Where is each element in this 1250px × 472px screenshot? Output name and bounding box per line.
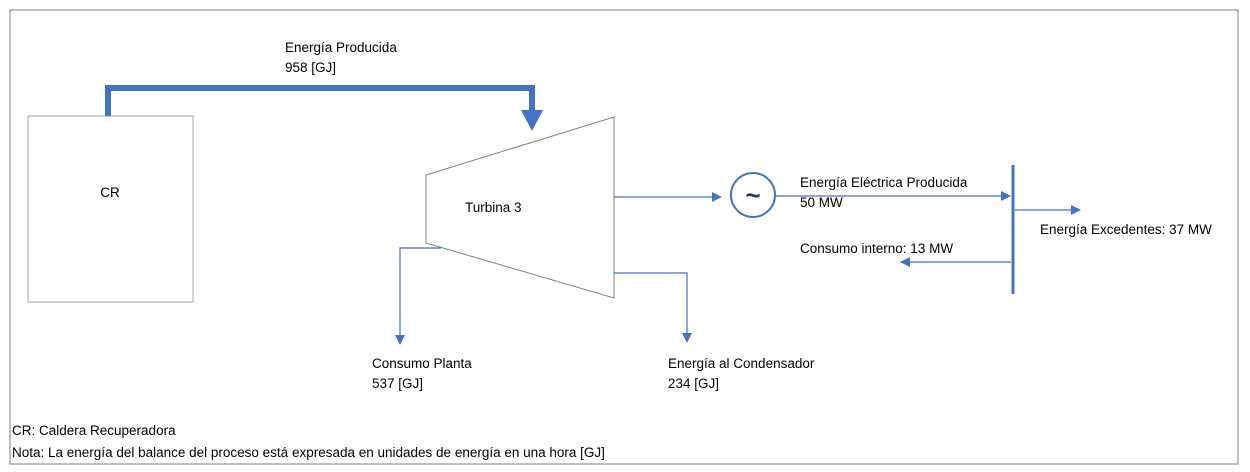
cr-note: CR: Caldera Recuperadora: [12, 423, 176, 438]
diagram-frame: [9, 9, 1239, 465]
plant-consumption-label: Consumo Planta: [372, 356, 472, 371]
energy-produced-value: 958 [GJ]: [285, 60, 336, 75]
surplus-energy-label: Energía Excedentes: 37 MW: [1040, 222, 1212, 237]
electric-energy-value: 50 MW: [800, 195, 843, 210]
turbine-shape: [425, 116, 615, 299]
condenser-flow: [614, 272, 692, 343]
boiler-box: [27, 115, 194, 303]
boiler-label: CR: [100, 185, 120, 200]
turbine-label: Turbina 3: [465, 200, 522, 215]
energy-produced-label: Energía Producida: [285, 40, 397, 55]
process-note: Nota: La energía del balance del proceso…: [12, 445, 605, 460]
tilde-icon: ~: [745, 180, 760, 210]
condenser-label: Energía al Condensador: [668, 356, 815, 371]
generator-circle: [730, 172, 776, 218]
condenser-value: 234 [GJ]: [668, 376, 719, 391]
electric-energy-label: Energía Eléctrica Producida: [800, 175, 968, 190]
internal-consumption-label: Consumo interno: 13 MW: [800, 241, 953, 256]
energy-produced-flow: [105, 85, 535, 116]
plant-consumption-flow: [395, 247, 441, 345]
plant-consumption-value: 537 [GJ]: [372, 376, 423, 391]
energy-produced-arrowhead: [521, 110, 543, 131]
